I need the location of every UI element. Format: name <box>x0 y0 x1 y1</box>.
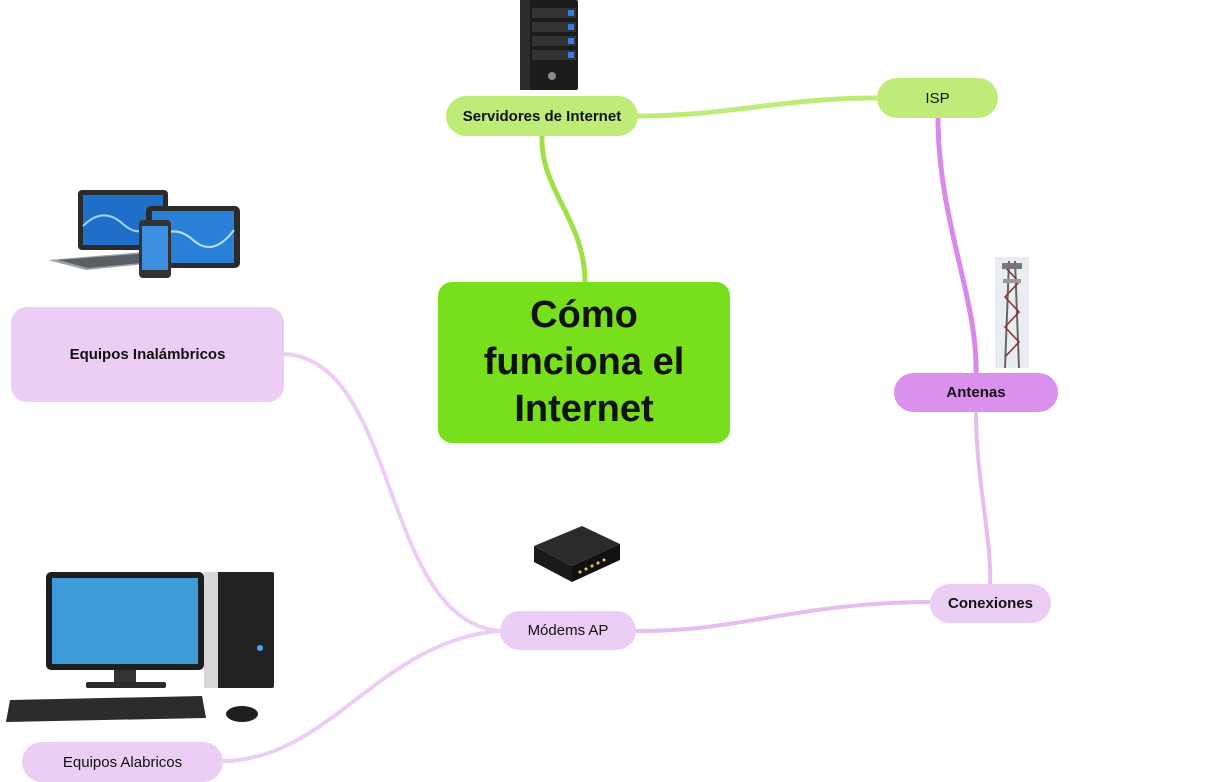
link-modems-inalambricos <box>283 352 501 633</box>
central-topic[interactable]: Cómo funciona el Internet <box>438 282 730 443</box>
node-antenas-label: Antenas <box>946 384 1006 401</box>
node-isp-label: ISP <box>925 89 950 107</box>
node-servidores-label: Servidores de Internet <box>462 107 622 125</box>
cell-tower-image <box>995 257 1029 368</box>
node-modems[interactable]: Módems AP <box>500 611 636 650</box>
node-modems-label: Módems AP <box>527 622 609 639</box>
node-servidores[interactable]: Servidores de Internet <box>446 96 638 136</box>
node-conexiones[interactable]: Conexiones <box>930 584 1051 623</box>
link-antenas-conexiones <box>974 411 993 585</box>
laptop-tablet-phone-image <box>48 190 240 278</box>
link-conexiones-modems <box>635 600 931 634</box>
node-alambricos-label: Equipos Alabricos <box>62 753 183 771</box>
node-isp[interactable]: ISP <box>877 78 998 118</box>
server-rack-image <box>520 0 578 90</box>
link-central-servidores <box>539 135 588 283</box>
link-isp-antenas <box>935 117 979 374</box>
node-inalambricos-label: Equipos Inalámbricos <box>69 346 226 363</box>
node-inalambricos[interactable]: Equipos Inalámbricos <box>11 307 284 402</box>
node-alambricos[interactable]: Equipos Alabricos <box>22 742 223 782</box>
link-modems-alambricos <box>222 629 501 763</box>
node-conexiones-label: Conexiones <box>947 595 1034 612</box>
central-topic-label: Cómo funciona el Internet <box>483 294 685 430</box>
modem-router-image <box>534 526 620 582</box>
node-antenas[interactable]: Antenas <box>894 373 1058 412</box>
desktop-computer-image <box>6 572 274 722</box>
link-servidores-isp <box>637 95 878 119</box>
